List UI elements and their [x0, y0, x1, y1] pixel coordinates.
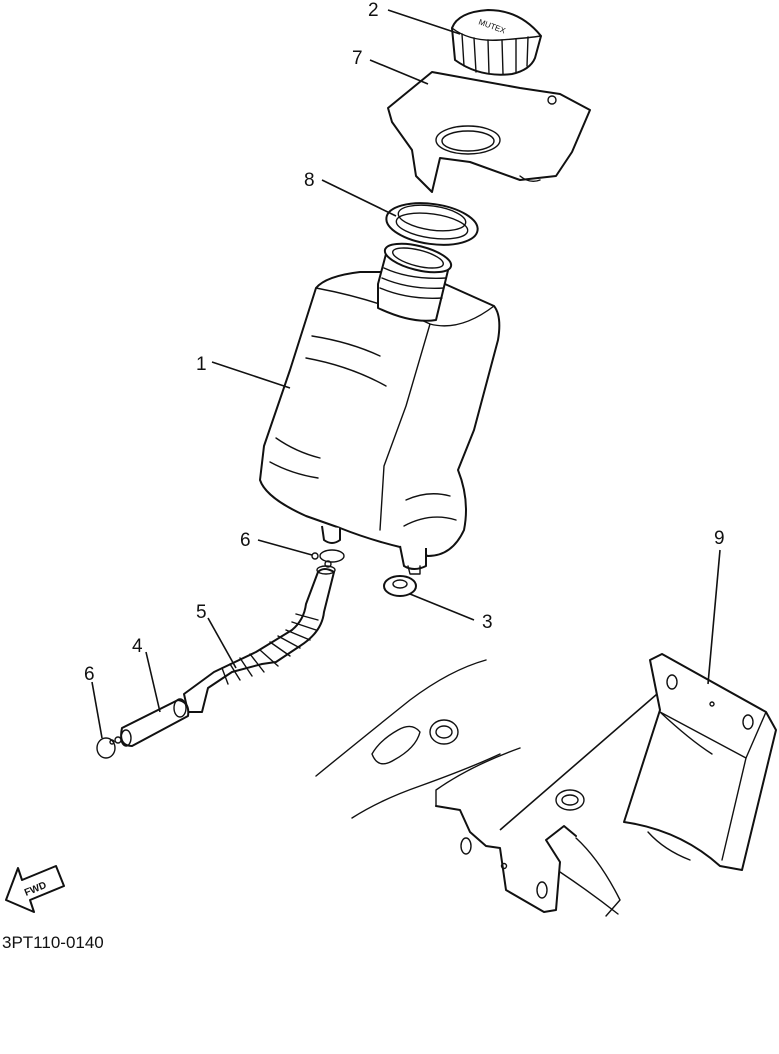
grommet: [383, 575, 417, 597]
frame-section: [315, 659, 691, 917]
gasket: [385, 202, 479, 246]
leader-line-4: [145, 651, 161, 713]
leader-line-9: [707, 549, 721, 685]
hose: [183, 565, 336, 713]
reservoir-cap: MUTEX: [451, 9, 542, 76]
pipe: [120, 698, 190, 747]
callout-9: 9: [714, 528, 725, 549]
leader-line-5: [207, 617, 237, 669]
leader-line-7: [369, 59, 429, 85]
reservoir-tank: [259, 242, 501, 575]
leader-line-6a: [257, 539, 313, 556]
leader-line-8: [321, 179, 397, 217]
callout-5: 5: [196, 602, 207, 623]
bracket-leader-line: [499, 687, 665, 831]
leader-line-2: [387, 9, 461, 35]
leader-line-6b: [91, 681, 103, 739]
leader-line-3: [409, 593, 475, 621]
hose-clip-lower: [96, 736, 122, 759]
bracket-plate: [387, 71, 591, 193]
callout-8: 8: [304, 170, 315, 191]
callout-6-lower: 6: [84, 664, 95, 685]
callout-2: 2: [368, 0, 379, 21]
diagram-code: 3PT110-0140: [2, 933, 104, 952]
callout-1: 1: [196, 354, 207, 375]
callout-7: 7: [352, 48, 363, 69]
callout-3: 3: [482, 612, 493, 633]
hose-clip-upper: [311, 549, 345, 568]
callout-6-upper: 6: [240, 530, 251, 551]
forward-arrow-icon: FWD: [5, 865, 65, 913]
callout-4: 4: [132, 636, 143, 657]
leader-line-1: [211, 361, 291, 389]
heat-shield-bracket: [623, 653, 777, 871]
